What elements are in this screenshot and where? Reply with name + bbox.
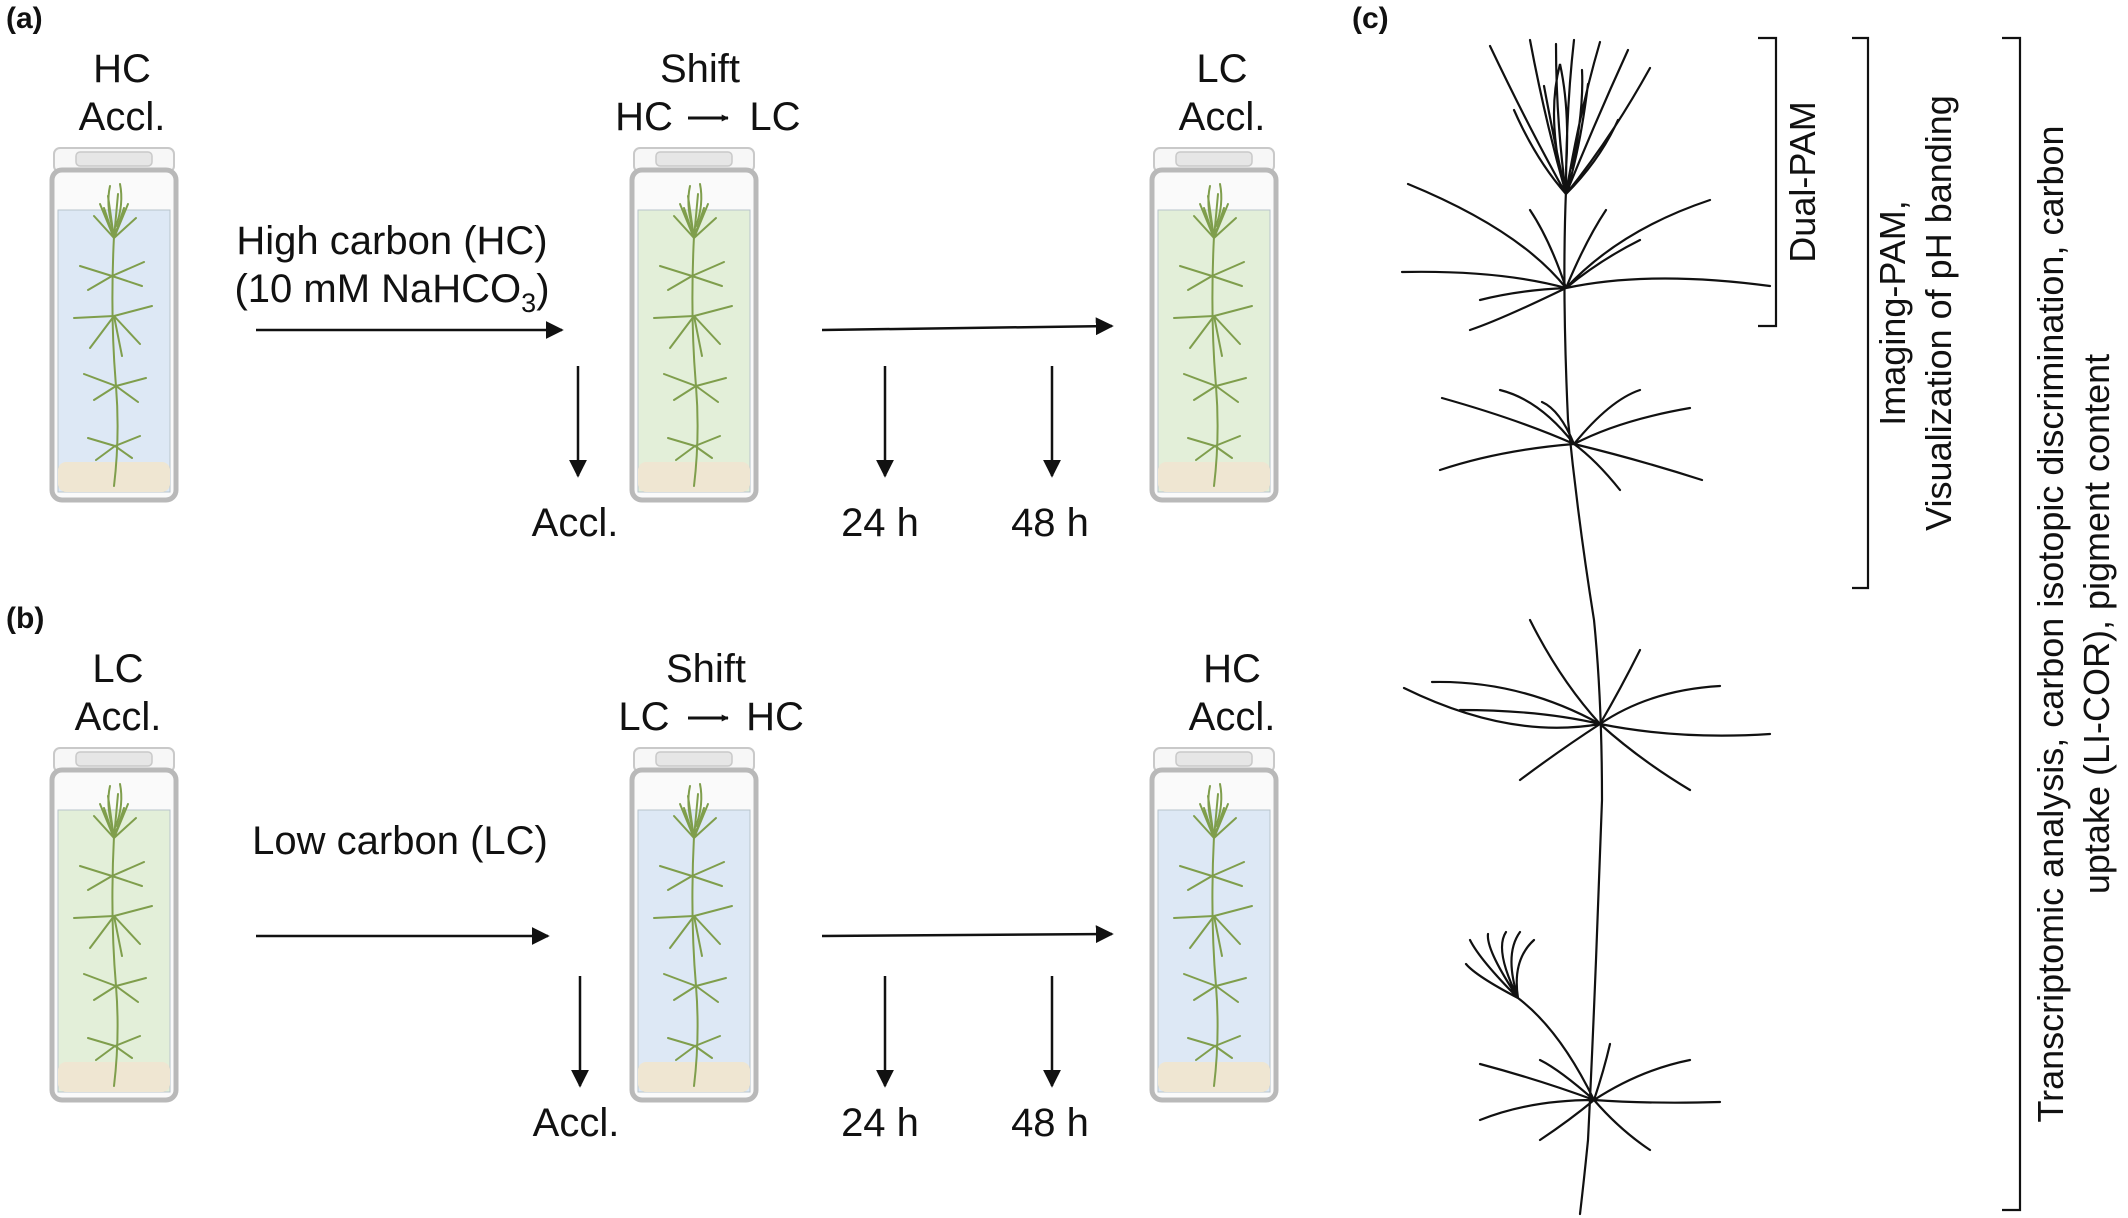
culture-tubes [49, 147, 1279, 1103]
panel-b-end-condition-line1: HC [1203, 647, 1261, 691]
panel-a-start-condition-line2: Accl. [79, 95, 166, 139]
bracket-transcriptomics [2002, 36, 2022, 1212]
whorl-1 [1400, 182, 1772, 332]
whorl-4 [1478, 1042, 1722, 1152]
bracket-imaging-pam [1852, 36, 1870, 590]
panel-c-label: (c) [1352, 2, 1389, 35]
condition-prefix: (10 mM NaHCO [234, 267, 521, 311]
panel-a-shift-from: HC [615, 95, 673, 139]
tube-a-shift [629, 147, 759, 503]
main-axis [1563, 188, 1604, 1216]
panel-a-condition-line1: High carbon (HC) [236, 219, 547, 263]
tube-cap-top [1175, 751, 1253, 767]
bracket-label-imaging-pam-line1: Imaging-PAM, [1872, 200, 1913, 425]
whorl-2 [1438, 388, 1704, 492]
panel-a-sample-accl: Accl. [532, 501, 619, 545]
panel-a-start-condition-line1: HC [93, 47, 151, 91]
panel-b-sample-accl: Accl. [533, 1101, 620, 1145]
bracket-label-transcriptomics-line1: Transcriptomic analysis, carbon isotopic… [2030, 125, 2071, 1122]
panel-a-end-condition-line1: LC [1196, 47, 1247, 91]
tube-cap-top [75, 151, 153, 167]
panel-a-condition-line2: (10 mM NaHCO3) [234, 267, 549, 318]
bracket-label-dual-pam: Dual-PAM [1782, 101, 1823, 262]
panel-a-shift-title: Shift [660, 47, 740, 91]
panel-b-sample-48h: 48 h [1011, 1101, 1089, 1145]
panel-b-sample-24h: 24 h [841, 1101, 919, 1145]
tube-cap-top [1175, 151, 1253, 167]
condition-suffix: ) [536, 267, 549, 311]
panel-b-shift-title: Shift [666, 647, 746, 691]
panel-b-start-condition-line1: LC [92, 647, 143, 691]
side-branch [1464, 930, 1596, 1102]
panel-a-timecourse-arrow [821, 317, 1114, 336]
panel-b-timecourse-arrow [821, 925, 1114, 944]
tube-b-hc-accl [1149, 747, 1279, 1103]
panel-a-shift-to: LC [749, 95, 800, 139]
whorl-3 [1402, 618, 1772, 792]
tube-a-lc-accl [1149, 147, 1279, 503]
tube-b-shift [629, 747, 759, 1103]
panel-b-start-condition-line2: Accl. [75, 695, 162, 739]
panel-a-sample-48h: 48 h [1011, 501, 1089, 545]
condition-subscript: 3 [521, 288, 536, 318]
bracket-label-imaging-pam-line2: Visualization of pH banding [1918, 95, 1959, 531]
tube-cap-top [75, 751, 153, 767]
panel-b-shift-from: LC [618, 695, 669, 739]
measurement-brackets [1758, 36, 2022, 1212]
panel-b-shift-to: HC [746, 695, 804, 739]
tube-cap-top [655, 751, 733, 767]
panel-b-condition-line1: Low carbon (LC) [252, 819, 548, 863]
panel-b-label: (b) [6, 602, 44, 635]
panel-a-label: (a) [6, 2, 43, 35]
panel-a-sample-24h: 24 h [841, 501, 919, 545]
apical-whorl [1488, 38, 1652, 196]
bracket-dual-pam [1758, 36, 1778, 328]
tube-b-lc-accl [49, 747, 179, 1103]
bracket-label-transcriptomics-line2: uptake (LI-COR), pigment content [2076, 354, 2117, 894]
panel-a-end-condition-line2: Accl. [1179, 95, 1266, 139]
tube-cap-top [655, 151, 733, 167]
tube-a-hc-accl [49, 147, 179, 503]
panel-b-end-condition-line2: Accl. [1189, 695, 1276, 739]
chara-plant-drawing [1400, 38, 1772, 1216]
